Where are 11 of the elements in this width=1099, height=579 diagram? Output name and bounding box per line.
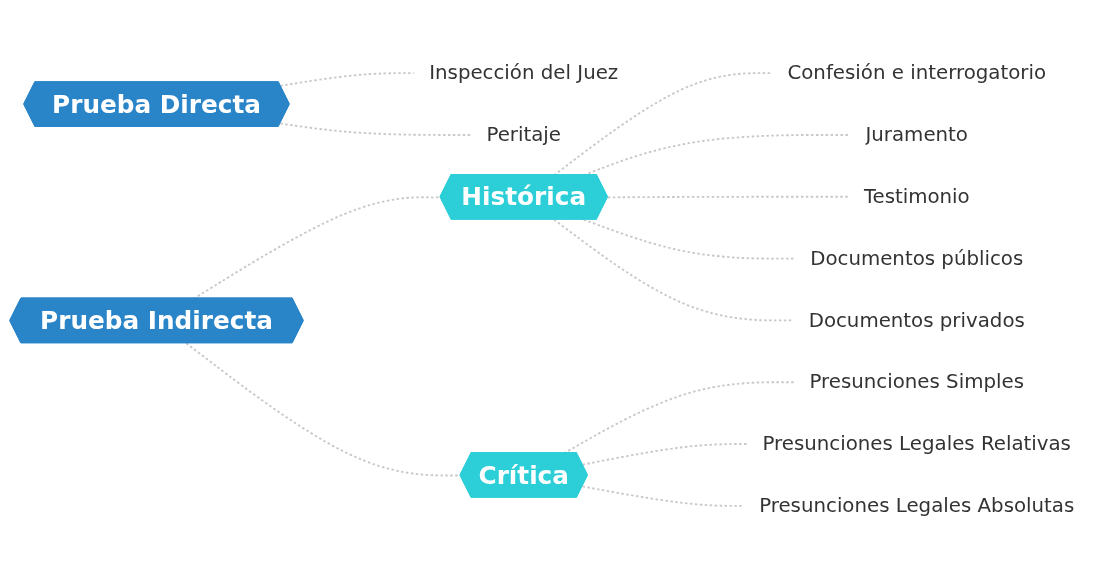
node-text: Documentos privados xyxy=(808,308,1025,332)
node-text: Presunciones Legales Relativas xyxy=(762,431,1071,456)
node-text: Documentos públicos xyxy=(810,246,1024,270)
node-text: Presunciones Legales Absolutas xyxy=(759,493,1075,517)
connector xyxy=(607,195,850,199)
node-text: Peritaje xyxy=(486,122,562,147)
connector xyxy=(553,218,795,322)
node-text: Presunciones Simples xyxy=(809,369,1024,394)
node-text: Inspección del Juez xyxy=(429,60,619,85)
node-text: Confesión e interrogatorio xyxy=(787,60,1047,85)
node-text: Testimonio xyxy=(863,184,970,208)
